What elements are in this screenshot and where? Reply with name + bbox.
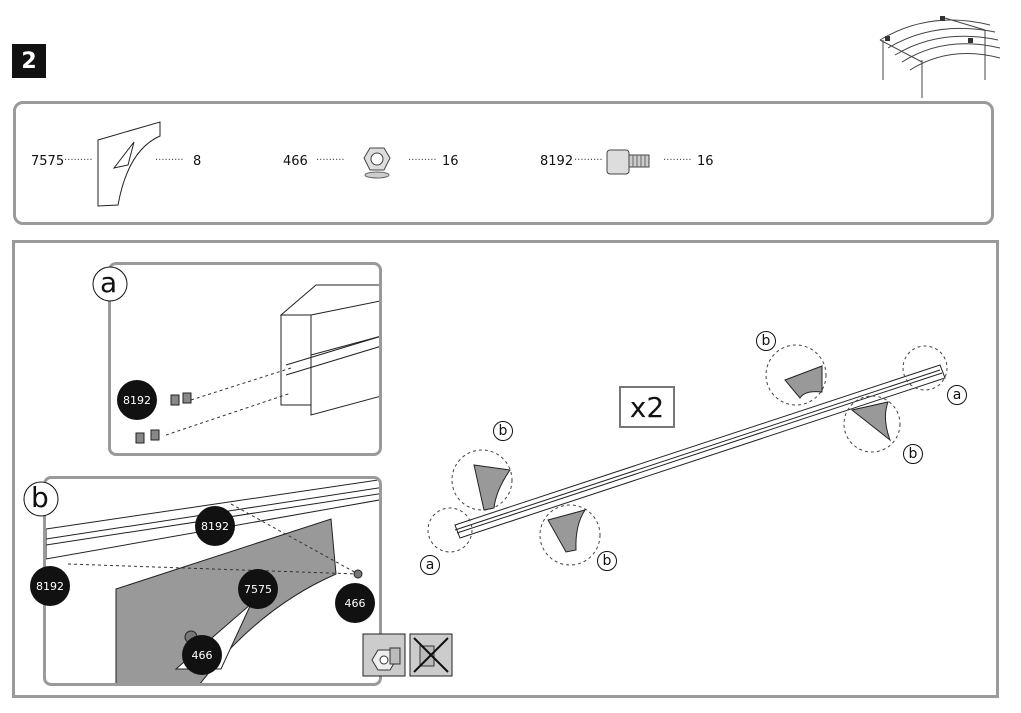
- part-qty-466: 16: [442, 154, 459, 169]
- leader-dots: .........: [155, 152, 184, 163]
- part-qty-7575: 8: [193, 154, 202, 169]
- callout-b: b: [756, 331, 776, 351]
- tag-8192: 8192: [30, 566, 70, 606]
- tag-466: 466: [335, 583, 375, 623]
- part-code-466: 466: [283, 154, 308, 169]
- tag-7575: 7575: [238, 569, 278, 609]
- step-number: 2: [12, 44, 46, 78]
- part-code-8192: 8192: [540, 154, 574, 169]
- leader-dots: .........: [408, 152, 437, 163]
- tag-8192: 8192: [195, 506, 235, 546]
- rail-end-drawing: [135, 284, 379, 444]
- leader-dots: .........: [316, 152, 345, 163]
- quantity-multiplier: x2: [619, 386, 675, 428]
- callout-b: b: [597, 551, 617, 571]
- leader-dots: .........: [64, 152, 93, 163]
- callout-b: b: [903, 444, 923, 464]
- parts-list-panel: [13, 101, 994, 225]
- detail-a-box: [108, 262, 382, 456]
- callout-a: a: [420, 555, 440, 575]
- leader-dots: .........: [574, 152, 603, 163]
- tag-466: 466: [182, 635, 222, 675]
- detail-b-letter: b: [31, 481, 49, 514]
- part-qty-8192: 16: [697, 154, 714, 169]
- assembly-panel: [12, 240, 999, 698]
- detail-a-letter: a: [100, 266, 118, 299]
- tag-8192: 8192: [117, 380, 157, 420]
- callout-b: b: [493, 421, 513, 441]
- part-code-7575: 7575: [31, 154, 65, 169]
- callout-a: a: [947, 385, 967, 405]
- leader-dots: .........: [663, 152, 692, 163]
